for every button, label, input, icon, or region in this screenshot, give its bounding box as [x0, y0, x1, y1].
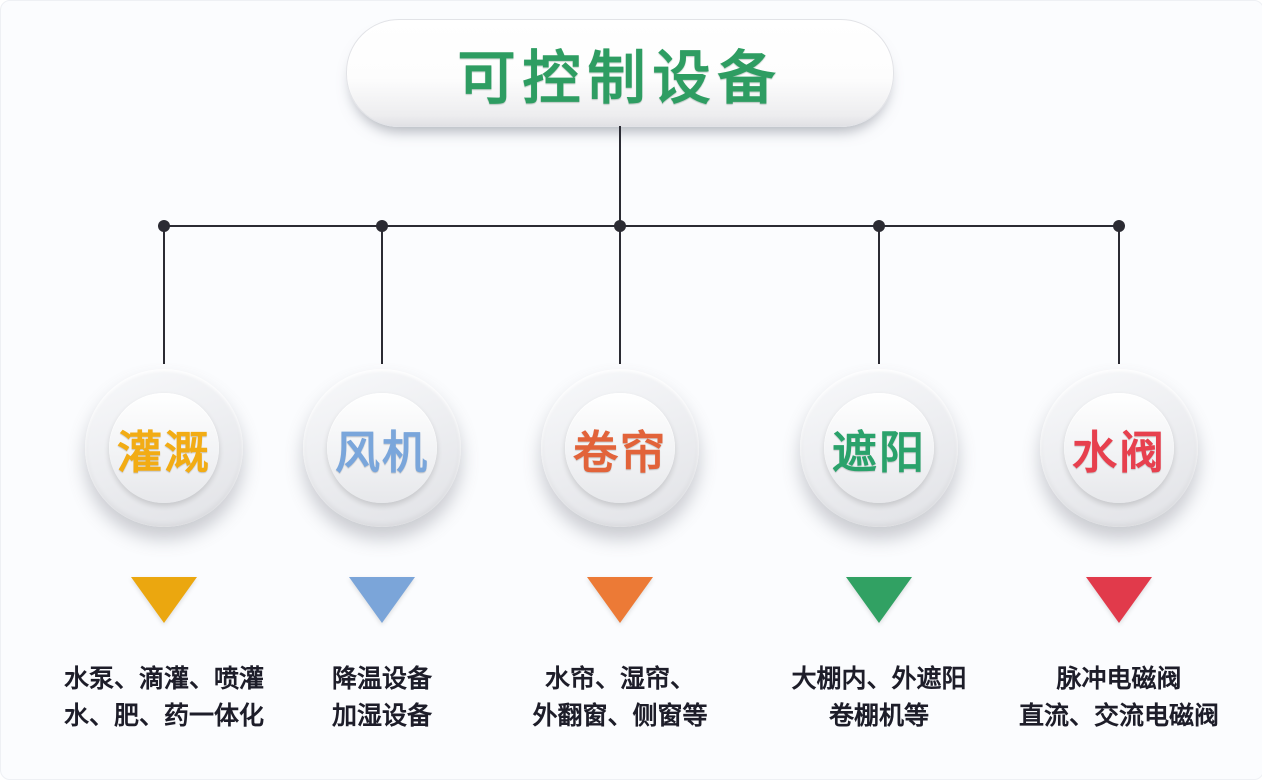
irrigation-description: 水泵、滴灌、喷灌 水、肥、药一体化 [64, 661, 264, 735]
shading-node-inner: 遮阳 [824, 393, 934, 503]
description-line: 直流、交流电磁阀 [1018, 702, 1219, 730]
down-triangle-icon [587, 577, 653, 623]
connector-branch-line-water-valve [1118, 226, 1120, 364]
description-line: 脉冲电磁阀 [1056, 665, 1182, 693]
irrigation-node-button: 灌溉 [85, 369, 243, 527]
branch-fan: 风机 降温设备 加湿设备 [257, 361, 507, 735]
down-triangle-icon [349, 577, 415, 623]
connector-junction-dot [873, 220, 885, 232]
branch-roller-curtain: 卷帘 水帘、湿帘、 外翻窗、侧窗等 [495, 361, 745, 735]
description-line: 大棚内、外遮阳 [791, 665, 967, 693]
irrigation-node-inner: 灌溉 [109, 393, 219, 503]
down-triangle-icon [846, 577, 912, 623]
root-node-controllable-devices: 可控制设备 [346, 19, 894, 127]
roller-curtain-node-button: 卷帘 [541, 369, 699, 527]
description-line: 加湿设备 [331, 702, 432, 730]
water-valve-node-inner: 水阀 [1064, 393, 1174, 503]
description-line: 外翻窗、侧窗等 [532, 702, 708, 730]
branch-shading: 遮阳 大棚内、外遮阳 卷棚机等 [754, 361, 1004, 735]
fan-node-button: 风机 [303, 369, 461, 527]
fan-node-inner: 风机 [327, 393, 437, 503]
connector-junction-dot [158, 220, 170, 232]
connector-junction-dot [1113, 220, 1125, 232]
fan-node-label: 风机 [334, 426, 429, 478]
water-valve-description: 脉冲电磁阀 直流、交流电磁阀 [1019, 661, 1219, 735]
water-valve-node-button: 水阀 [1040, 369, 1198, 527]
roller-curtain-node-inner: 卷帘 [565, 393, 675, 503]
connector-horizontal-line [163, 225, 1120, 227]
connector-junction-dot [376, 220, 388, 232]
shading-node-button: 遮阳 [800, 369, 958, 527]
description-line: 水、肥、药一体化 [63, 702, 264, 730]
connector-branch-line-roller-curtain [619, 226, 621, 364]
down-triangle-icon [131, 577, 197, 623]
description-line: 卷棚机等 [828, 702, 929, 730]
down-triangle-icon [1086, 577, 1152, 623]
connector-branch-line-fan [381, 226, 383, 364]
fan-description: 降温设备 加湿设备 [332, 661, 432, 735]
description-line: 降温设备 [331, 665, 432, 693]
connector-root-line [619, 126, 621, 227]
root-node-title: 可控制设备 [457, 46, 783, 111]
shading-node-label: 遮阳 [831, 426, 926, 478]
connector-branch-line-irrigation [163, 226, 165, 364]
water-valve-node-label: 水阀 [1071, 426, 1166, 478]
branch-irrigation: 灌溉 水泵、滴灌、喷灌 水、肥、药一体化 [39, 361, 289, 735]
connector-branch-line-shading [878, 226, 880, 364]
irrigation-node-label: 灌溉 [116, 426, 211, 478]
description-line: 水泵、滴灌、喷灌 [63, 665, 264, 693]
roller-curtain-description: 水帘、湿帘、 外翻窗、侧窗等 [532, 661, 707, 735]
connector-junction-dot [614, 220, 626, 232]
branch-water-valve: 水阀 脉冲电磁阀 直流、交流电磁阀 [994, 361, 1244, 735]
roller-curtain-node-label: 卷帘 [572, 426, 667, 478]
shading-description: 大棚内、外遮阳 卷棚机等 [791, 661, 966, 735]
description-line: 水帘、湿帘、 [544, 665, 695, 693]
